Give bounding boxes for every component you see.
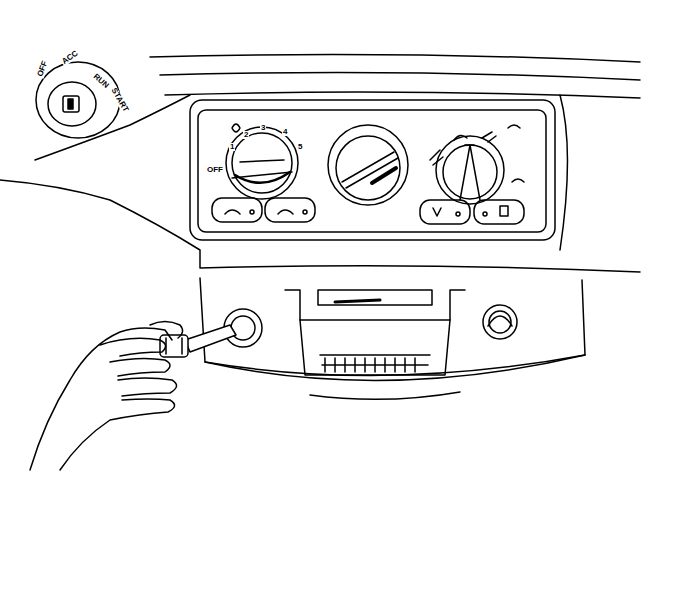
- dial-marking: OFF: [206, 166, 224, 174]
- dial-marking: RUN: [91, 72, 111, 91]
- dial-marking: OFF: [36, 59, 50, 79]
- dial-marking: 4: [282, 128, 288, 136]
- dial-marking: 1: [229, 143, 235, 151]
- dial-marking: 5: [297, 143, 303, 151]
- dial-marking: 2: [243, 131, 249, 139]
- dial-marking: 3: [260, 124, 266, 132]
- dial-marking: ACC: [60, 49, 80, 67]
- dial-marking: START: [109, 86, 130, 114]
